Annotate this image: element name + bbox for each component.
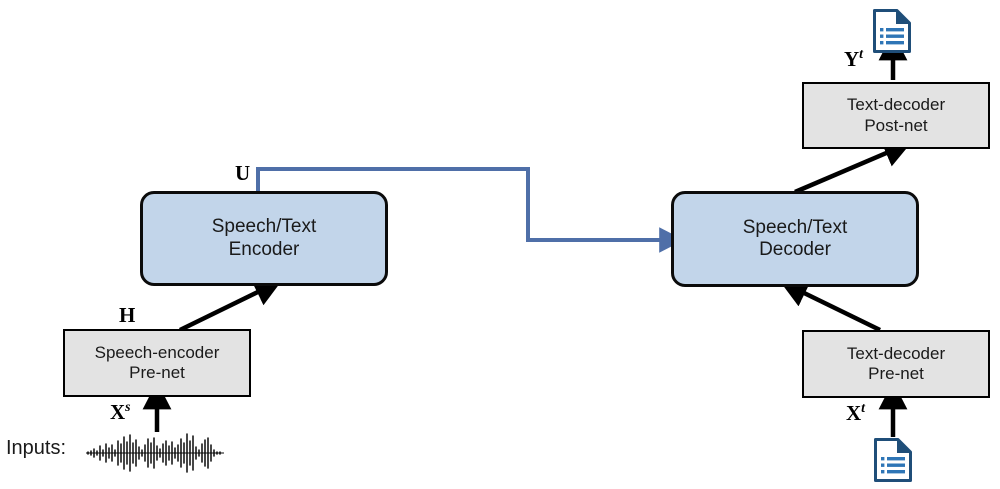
text-document-input-icon <box>874 438 912 482</box>
prenet-to-encoder-arrow <box>179 279 283 333</box>
label-Yt-sup: t <box>859 46 864 61</box>
label-H-base: H <box>119 303 136 327</box>
label-H: H <box>119 303 135 328</box>
decoder-to-postnet-arrow <box>794 139 912 195</box>
label-U: U <box>235 161 250 186</box>
label-Xt-base: X <box>846 401 862 425</box>
label-Xs: Xs <box>110 399 131 425</box>
label-Xt: Xt <box>846 400 865 426</box>
box-text-decoder-postnet[interactable]: Text-decoder Post-net <box>802 82 990 149</box>
box-speech-encoder-prenet[interactable]: Speech-encoder Pre-net <box>63 329 251 397</box>
box-label-line1: Speech-encoder <box>94 342 220 362</box>
box-label-line1: Speech/Text <box>742 216 848 238</box>
box-text-decoder-prenet[interactable]: Text-decoder Pre-net <box>802 330 990 398</box>
inputs-label: Inputs: <box>6 437 67 459</box>
encoder-to-decoder-blue-connector <box>256 167 684 253</box>
label-U-base: U <box>235 161 251 185</box>
box-label-line2: Pre-net <box>868 364 924 383</box>
label-Yt: Yt <box>844 46 863 72</box>
box-speech-text-decoder[interactable]: Speech/Text Decoder <box>671 191 919 287</box>
box-label-line2: Decoder <box>759 239 831 260</box>
box-speech-text-encoder[interactable]: Speech/Text Encoder <box>140 191 388 286</box>
box-label-line1: Text-decoder <box>846 343 946 363</box>
label-Xs-sup: s <box>125 399 131 414</box>
box-label-line1: Speech/Text <box>211 216 317 238</box>
box-label-line2: Pre-net <box>129 363 185 382</box>
label-Xs-base: X <box>110 400 126 424</box>
box-label-line2: Post-net <box>864 115 928 135</box>
label-Xt-sup: t <box>861 400 866 415</box>
box-label-line1: Text-decoder <box>846 95 946 115</box>
box-label-line2: Encoder <box>228 238 300 260</box>
text-prenet-to-decoder-arrow <box>779 280 881 333</box>
speech-waveform-icon <box>86 433 224 473</box>
label-Yt-base: Y <box>844 47 860 71</box>
text-document-output-icon <box>873 9 911 53</box>
